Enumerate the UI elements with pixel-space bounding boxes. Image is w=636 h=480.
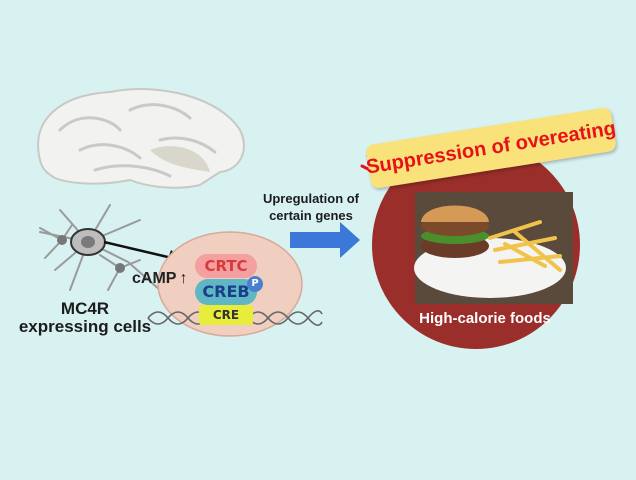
food-label: High-calorie foods (419, 310, 551, 327)
brain-icon (37, 88, 245, 189)
crtc-protein: CRTC (195, 254, 257, 278)
upregulation-arrow (290, 222, 360, 258)
burger-fries-photo (414, 192, 573, 304)
up-arrow-icon: ↑ (179, 270, 188, 287)
cre-element: CRE (199, 305, 253, 325)
small-neuron (115, 263, 125, 273)
neuron-nucleus (81, 236, 95, 248)
creb-protein: CREB (195, 279, 257, 305)
small-neuron (57, 235, 67, 245)
camp-label: cAMP↑ (132, 270, 188, 287)
upregulation-label: Upregulation of certain genes (262, 191, 360, 223)
phospho-badge: P (247, 276, 263, 292)
mc4r-cells-label: MC4R expressing cells (18, 299, 152, 336)
